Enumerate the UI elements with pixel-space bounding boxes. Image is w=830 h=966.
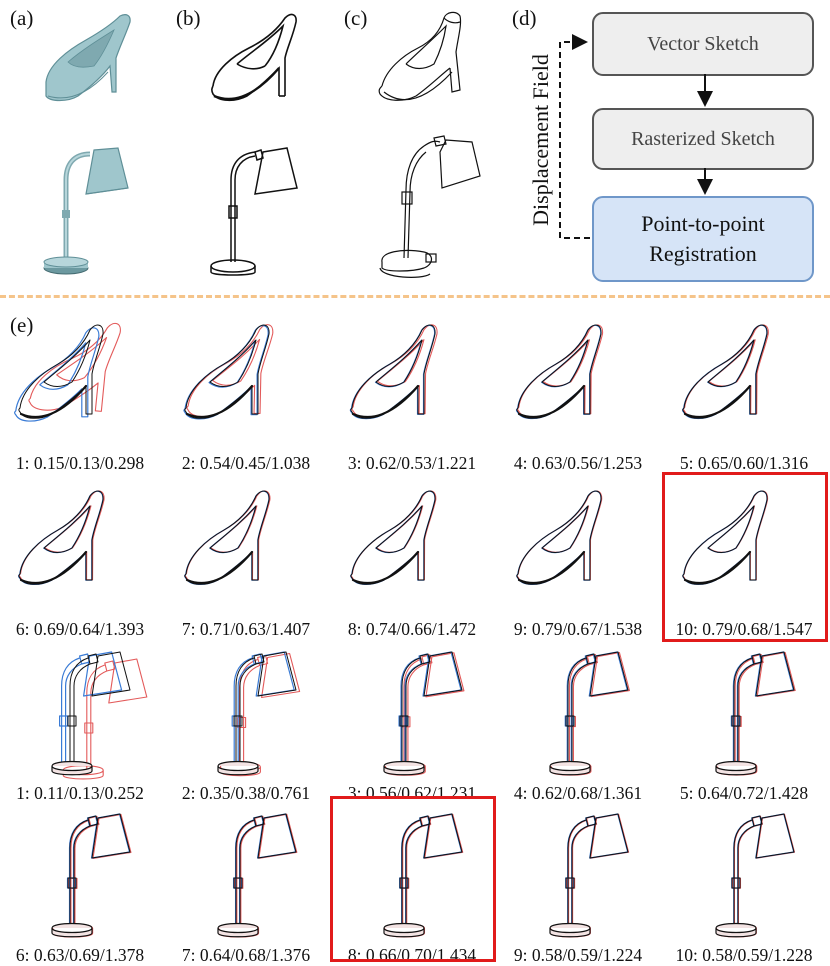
shoe-iteration-5: 5: 0.65/0.60/1.316: [664, 312, 824, 473]
shoe-iteration-caption: 6: 0.69/0.64/1.393: [15, 619, 145, 639]
lamp-iteration-caption: 1: 0.11/0.13/0.252: [16, 783, 144, 803]
shoe-overlay-sketch: [183, 324, 274, 420]
rasterized-sketch-label: Rasterized Sketch: [631, 127, 775, 150]
lamp-overlay-sketch: [51, 813, 132, 938]
shoe-iteration-caption: 9: 0.79/0.67/1.538: [513, 619, 643, 639]
lamp-iteration-10: 10: 0.58/0.59/1.228: [664, 802, 824, 965]
shoe-overlay-sketch: [14, 322, 121, 422]
shoe-iteration-caption: 2: 0.54/0.45/1.038: [181, 453, 311, 473]
shoe-iteration-caption: 1: 0.15/0.13/0.298: [15, 453, 145, 473]
shoe-iteration-8: 8: 0.74/0.66/1.472: [332, 478, 492, 639]
vector-sketch-box: Vector Sketch: [592, 12, 814, 76]
lamp-iteration-caption: 4: 0.62/0.68/1.361: [513, 783, 643, 803]
lamp-iteration-caption: 5: 0.64/0.72/1.428: [679, 783, 809, 803]
shoe-overlay-sketch: [516, 490, 603, 585]
lamp-iteration-5: 5: 0.64/0.72/1.428: [664, 640, 824, 803]
lamp-iteration-caption: 2: 0.35/0.38/0.761: [181, 783, 311, 803]
lamp-iteration-7: 7: 0.64/0.68/1.376: [166, 802, 326, 965]
lamp-mesh-render: [43, 147, 129, 275]
lamp-iteration-caption: 10: 0.58/0.59/1.228: [675, 945, 813, 965]
shoe-overlay-sketch: [682, 490, 769, 585]
shoe-vector-sketch: [211, 13, 297, 102]
shoe-iteration-10: 10: 0.79/0.68/1.547: [664, 478, 824, 639]
shoe-overlay-sketch: [515, 324, 604, 420]
lamp-iteration-6: 6: 0.63/0.69/1.378: [0, 802, 160, 965]
shoe-mesh-render: [45, 14, 131, 102]
shoe-freehand-sketch: [378, 11, 462, 101]
shoe-overlay-sketch: [184, 490, 271, 585]
registration-box: Point-to-point Registration: [592, 196, 814, 282]
shoe-iteration-caption: 7: 0.71/0.63/1.407: [181, 619, 311, 639]
shoe-iteration-caption: 8: 0.74/0.66/1.472: [347, 619, 477, 639]
vector-sketch-label: Vector Sketch: [647, 32, 759, 55]
lamp-overlay-sketch: [383, 813, 464, 938]
panel-label-c: (c): [344, 6, 368, 30]
shoe-iteration-7: 7: 0.71/0.63/1.407: [166, 478, 326, 639]
shoe-iteration-caption: 4: 0.63/0.56/1.253: [513, 453, 643, 473]
displacement-feedback-arrow: [559, 34, 590, 239]
lamp-iteration-caption: 6: 0.63/0.69/1.378: [15, 945, 145, 965]
shoe-iteration-1: 1: 0.15/0.13/0.298: [0, 312, 160, 473]
panel-label-d: (d): [512, 6, 537, 30]
shoe-iteration-3: 3: 0.62/0.53/1.221: [332, 312, 492, 473]
lamp-best-highlight: [330, 796, 496, 962]
lamp-iteration-caption: 7: 0.64/0.68/1.376: [181, 945, 311, 965]
lamp-overlay-sketch: [715, 651, 796, 776]
panel-label-e: (e): [10, 313, 34, 337]
lamp-freehand-sketch: [379, 135, 481, 278]
lamp-vector-sketch: [210, 147, 298, 276]
lamp-iteration-3: 3: 0.56/0.62/1.231: [332, 640, 492, 803]
lamp-overlay-sketch: [383, 651, 465, 776]
shoe-iteration-4: 4: 0.63/0.56/1.253: [498, 312, 658, 473]
lamp-overlay-sketch: [715, 813, 796, 938]
panel-label-a: (a): [10, 6, 34, 30]
shoe-iteration-caption: 5: 0.65/0.60/1.316: [679, 453, 809, 473]
lamp-overlay-sketch: [217, 651, 301, 777]
section-separator: [0, 295, 830, 302]
shoe-overlay-sketch: [681, 324, 769, 420]
rasterized-sketch-box: Rasterized Sketch: [592, 108, 814, 170]
lamp-iteration-1: 1: 0.11/0.13/0.252: [0, 640, 160, 803]
shoe-iteration-caption: 3: 0.62/0.53/1.221: [347, 453, 477, 473]
registration-label: Point-to-point Registration: [641, 211, 765, 266]
shoe-best-highlight: [662, 472, 828, 642]
shoe-overlay-sketch: [349, 324, 438, 420]
displacement-field-label: Displacement Field: [528, 54, 553, 226]
lamp-iteration-caption: 9: 0.58/0.59/1.224: [513, 945, 643, 965]
lamp-iteration-9: 9: 0.58/0.59/1.224: [498, 802, 658, 965]
shoe-iteration-9: 9: 0.79/0.67/1.538: [498, 478, 658, 639]
panel-label-b: (b): [176, 6, 201, 30]
lamp-overlay-sketch: [549, 813, 630, 938]
shoe-iteration-2: 2: 0.54/0.45/1.038: [166, 312, 326, 473]
lamp-iteration-2: 2: 0.35/0.38/0.761: [166, 640, 326, 803]
lamp-overlay-sketch: [51, 651, 148, 780]
shoe-overlay-sketch: [18, 490, 105, 586]
shoe-overlay-sketch: [350, 490, 437, 585]
lamp-overlay-sketch: [549, 651, 630, 776]
shoe-iteration-6: 6: 0.69/0.64/1.393: [0, 478, 160, 639]
shoe-iteration-caption: 10: 0.79/0.68/1.547: [675, 619, 813, 639]
lamp-iteration-4: 4: 0.62/0.68/1.361: [498, 640, 658, 803]
lamp-overlay-sketch: [217, 813, 298, 938]
